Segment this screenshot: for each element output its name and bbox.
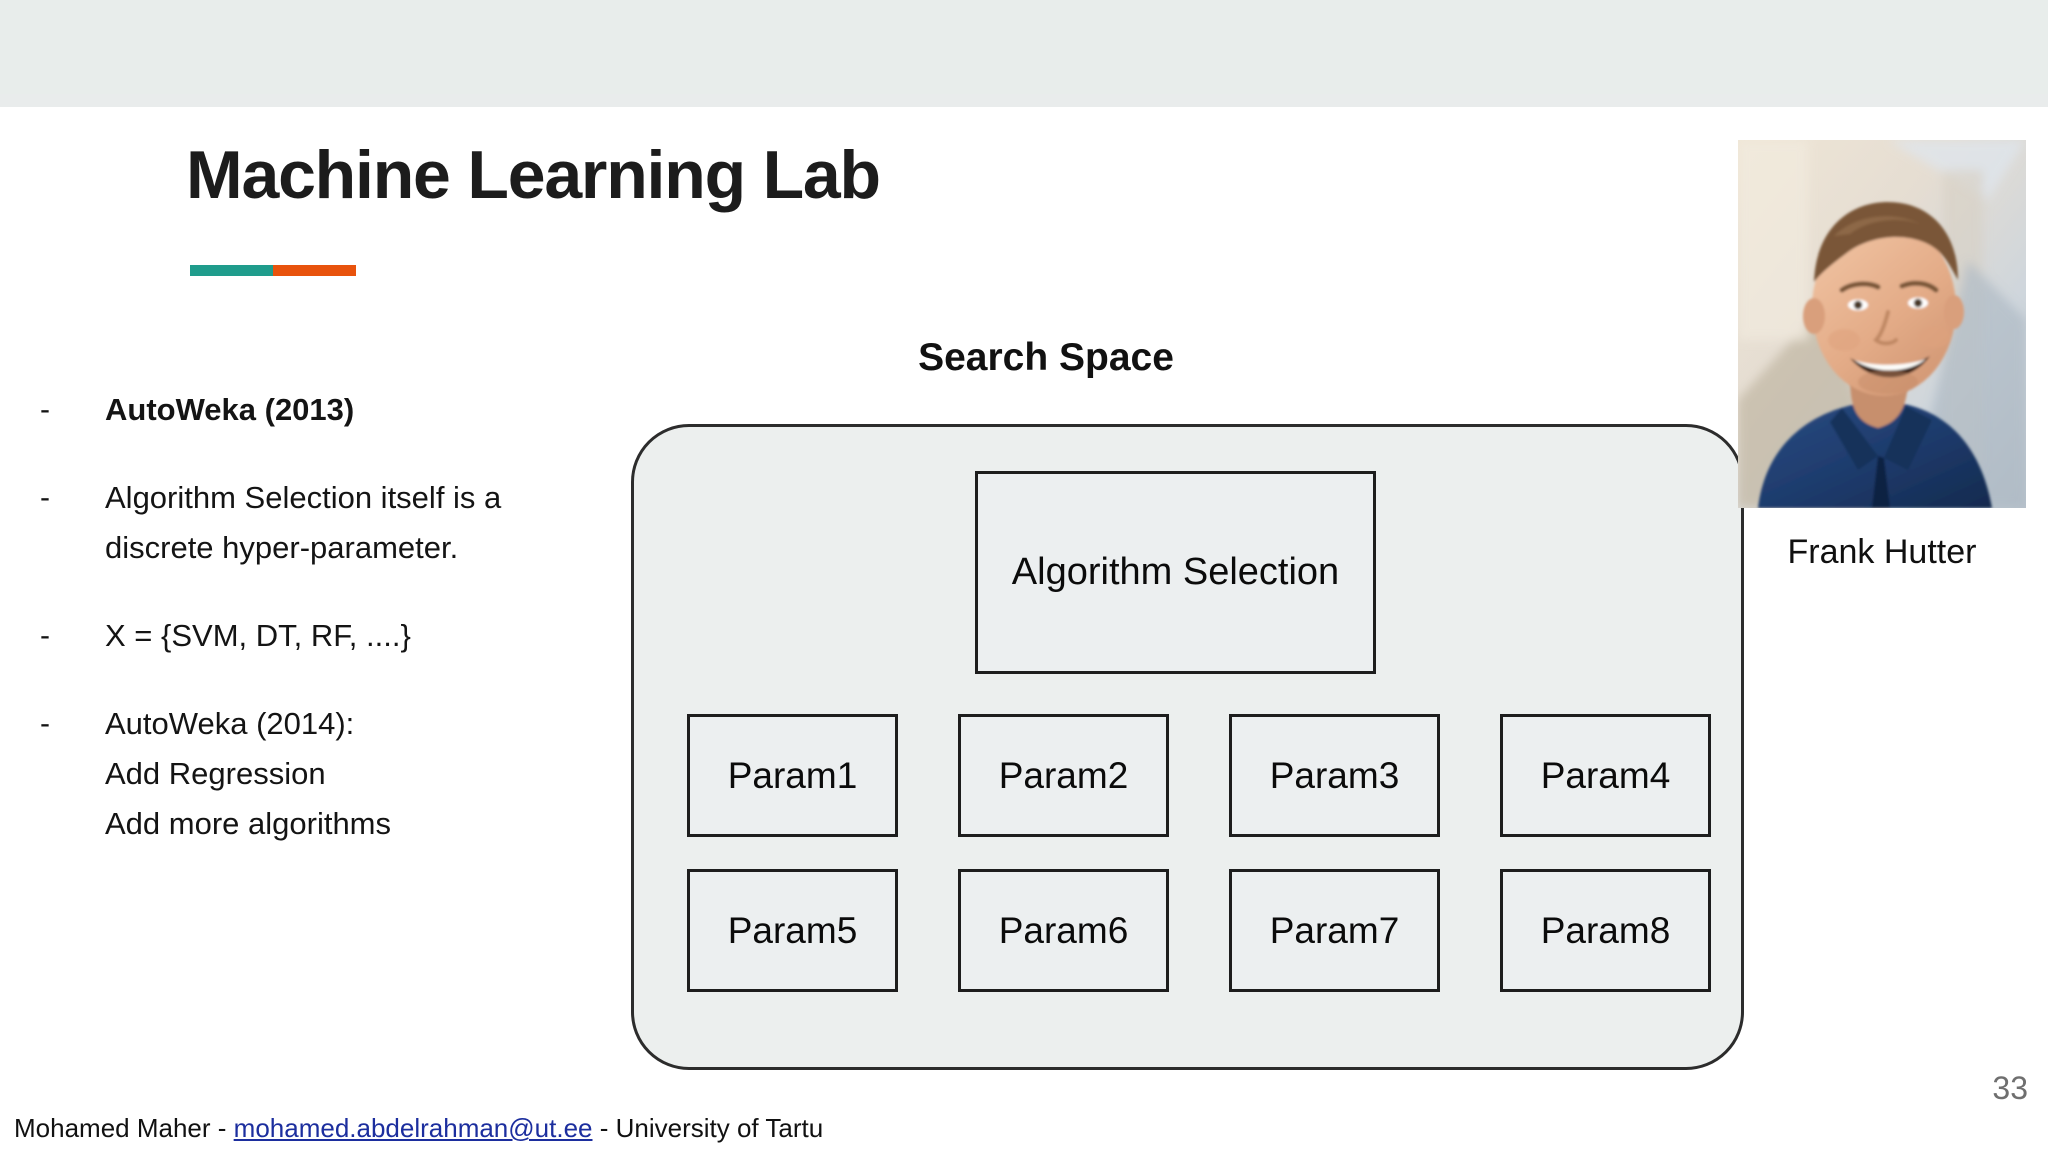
param-box-5: Param5 (687, 869, 898, 992)
top-band-shadow (0, 94, 2048, 107)
portrait-image (1738, 140, 2026, 508)
bullet-marker: - (40, 707, 50, 740)
param-box-4: Param4 (1500, 714, 1711, 837)
list-item: - X = {SVM, DT, RF, ....} (30, 611, 650, 661)
list-item: - Algorithm Selection itself is a discre… (30, 473, 650, 573)
footer-email-link[interactable]: mohamed.abdelrahman@ut.ee (233, 1113, 593, 1143)
title-accent-bar (190, 265, 356, 276)
footer-credit: Mohamed Maher - mohamed.abdelrahman@ut.e… (14, 1112, 823, 1144)
bullet-text-x-set: X = {SVM, DT, RF, ....} (105, 618, 411, 653)
bullet-list: - AutoWeka (2013) - Algorithm Selection … (30, 385, 650, 849)
accent-bar-teal-segment (190, 265, 273, 276)
algorithm-selection-box: Algorithm Selection (975, 471, 1376, 674)
portrait-caption: Frank Hutter (1787, 533, 1977, 571)
page-number: 33 (1992, 1070, 2028, 1106)
param-box-2: Param2 (958, 714, 1169, 837)
list-item: - AutoWeka (2013) (30, 385, 650, 435)
bullet-marker: - (40, 393, 50, 426)
bullet-marker: - (40, 619, 50, 652)
param-box-1: Param1 (687, 714, 898, 837)
footer-affiliation: - University of Tartu (592, 1113, 824, 1143)
param-box-6: Param6 (958, 869, 1169, 992)
accent-bar-orange-segment (273, 265, 356, 276)
list-item: - AutoWeka (2014): Add Regression Add mo… (30, 699, 650, 849)
param-box-8: Param8 (1500, 869, 1711, 992)
bullet-text-algorithm-selection: Algorithm Selection itself is a discrete… (105, 480, 502, 565)
param-row-bottom: Param5 Param6 Param7 Param8 (687, 869, 1711, 992)
top-decorative-band (0, 0, 2048, 107)
param-box-7: Param7 (1229, 869, 1440, 992)
bullet-text-autoweka-2014: AutoWeka (2014): Add Regression Add more… (105, 706, 392, 841)
page-title: Machine Learning Lab (186, 137, 881, 213)
param-row-top: Param1 Param2 Param3 Param4 (687, 714, 1711, 837)
bullet-marker: - (40, 481, 50, 514)
param-box-3: Param3 (1229, 714, 1440, 837)
bullet-text-autoweka-2013: AutoWeka (2013) (105, 392, 355, 427)
portrait-frank-hutter (1738, 140, 2026, 508)
search-space-heading: Search Space (918, 336, 1174, 379)
footer-author: Mohamed Maher - (14, 1113, 234, 1143)
